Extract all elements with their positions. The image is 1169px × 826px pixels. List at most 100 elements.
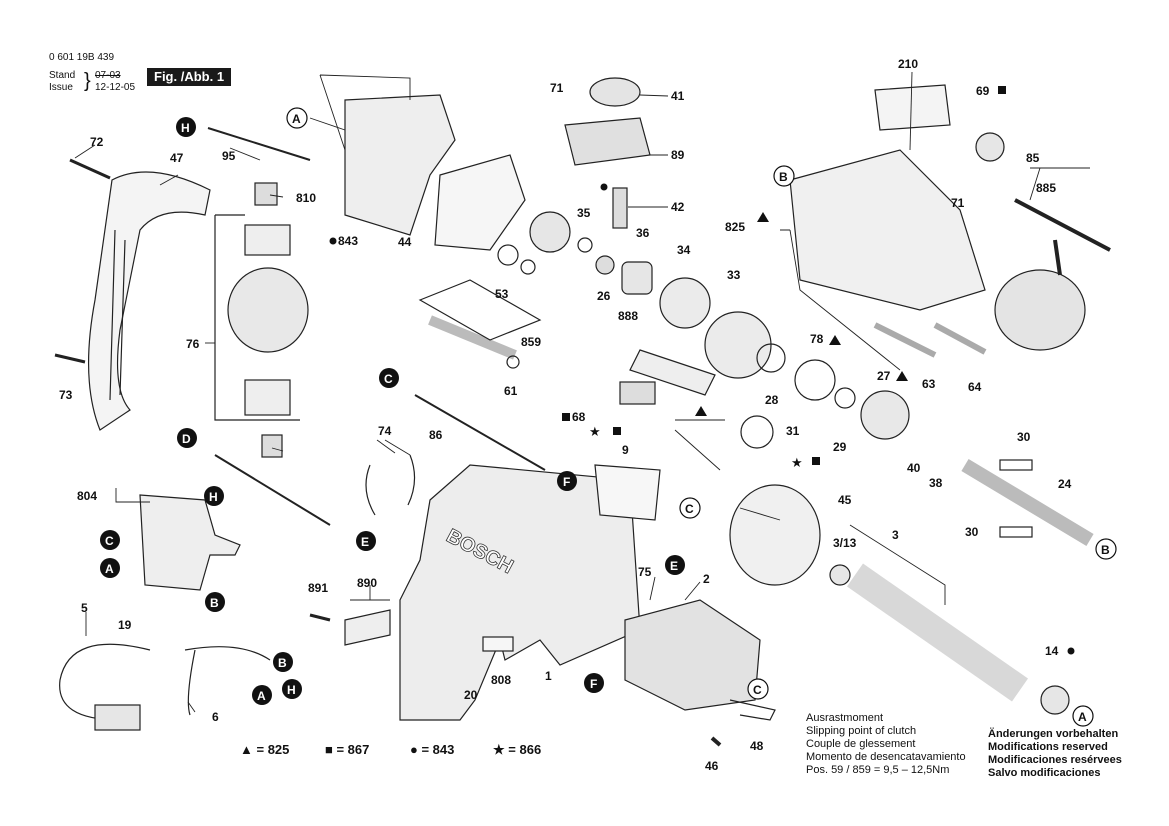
ref-circle-b: B bbox=[273, 652, 293, 672]
part-label: 888 bbox=[618, 309, 638, 323]
leader bbox=[739, 507, 781, 521]
legend-text: = 867 bbox=[336, 742, 370, 757]
part-label: 64 bbox=[968, 380, 982, 394]
housing-843 bbox=[344, 94, 456, 236]
shaft-frame bbox=[418, 279, 542, 341]
svg-text:E: E bbox=[670, 559, 678, 573]
svg-text:F: F bbox=[563, 475, 570, 489]
part-label: 78 bbox=[810, 332, 824, 346]
ref-circle-f: F bbox=[557, 471, 577, 491]
ref-circle-c: C bbox=[100, 530, 120, 550]
part-label: 1 bbox=[545, 669, 552, 683]
part-label: 29 bbox=[833, 440, 847, 454]
fan-guide-45 bbox=[729, 484, 821, 586]
legend-text: = 866 bbox=[508, 742, 542, 757]
part-label: 36 bbox=[636, 226, 650, 240]
part-label: 14 bbox=[1045, 644, 1059, 658]
part-label: 95 bbox=[222, 149, 236, 163]
bracket-76 bbox=[214, 214, 300, 421]
part-label: 40 bbox=[907, 461, 921, 475]
part-label: 85 bbox=[1026, 151, 1040, 165]
legend-text: = 843 bbox=[421, 742, 455, 757]
triangle-slider-symbol bbox=[695, 406, 707, 416]
part-label: 26 bbox=[597, 289, 611, 303]
shaft-859 bbox=[428, 315, 517, 360]
note-line: Modifications reserved bbox=[988, 741, 1108, 753]
star-symbol: ★ bbox=[791, 456, 803, 471]
stand-label: Stand bbox=[49, 70, 76, 81]
leader bbox=[159, 174, 179, 186]
slider-888 bbox=[629, 349, 716, 396]
part-label: 72 bbox=[90, 135, 104, 149]
part-label: 24 bbox=[1058, 477, 1072, 491]
part-label: 27 bbox=[877, 369, 891, 383]
dot-843b-symbol bbox=[600, 183, 608, 191]
part-label: 45 bbox=[838, 493, 852, 507]
gear-34 bbox=[659, 277, 711, 329]
leader bbox=[74, 144, 96, 159]
note-line: Pos. 59 / 859 = 9,5 – 12,5Nm bbox=[806, 764, 950, 776]
handle-47 bbox=[87, 171, 211, 431]
note-line: Salvo modificaciones bbox=[988, 767, 1101, 779]
leader bbox=[649, 576, 656, 601]
handle-47-grip bbox=[109, 229, 126, 401]
dot-14-symbol bbox=[1067, 647, 1075, 655]
leader bbox=[780, 229, 901, 371]
part-label: 859 bbox=[521, 335, 541, 349]
part-label: 41 bbox=[671, 89, 685, 103]
svg-text:C: C bbox=[384, 372, 393, 386]
ref-circle-open-a: A bbox=[286, 107, 308, 129]
label-808 bbox=[482, 636, 514, 652]
screw-73 bbox=[54, 353, 86, 364]
armature-3 bbox=[846, 563, 1029, 702]
brush-810-top bbox=[254, 182, 278, 206]
chuck-885 bbox=[994, 269, 1086, 351]
cover-44 bbox=[434, 154, 526, 251]
leader bbox=[187, 701, 196, 713]
ref-circle-c: C bbox=[379, 368, 399, 388]
ring-28 bbox=[756, 343, 786, 373]
leader bbox=[639, 94, 669, 97]
washer-53 bbox=[497, 244, 519, 266]
cable-5 bbox=[59, 643, 271, 721]
svg-text:A: A bbox=[257, 689, 266, 703]
note-line: Slipping point of clutch bbox=[806, 725, 917, 737]
part-label: 47 bbox=[170, 151, 184, 165]
leader bbox=[849, 524, 946, 605]
part-label: 6 bbox=[212, 710, 219, 724]
svg-text:H: H bbox=[209, 490, 218, 504]
part-label: 53 bbox=[495, 287, 509, 301]
bearing-313 bbox=[829, 564, 851, 586]
part-label: 20 bbox=[464, 688, 478, 702]
ref-circle-a: A bbox=[100, 558, 120, 578]
ref-circle-h: H bbox=[176, 117, 196, 137]
part-label: 808 bbox=[491, 673, 511, 687]
leader bbox=[269, 194, 284, 198]
circle-references: H H C D C A B B A H E E F F A B C C B A bbox=[100, 107, 1117, 727]
part-symbols: ★ ★ bbox=[329, 86, 1075, 655]
svg-text:A: A bbox=[105, 562, 114, 576]
svg-text:B: B bbox=[278, 656, 287, 670]
legend-square: ■ = 867 bbox=[325, 742, 370, 757]
coupling-36 bbox=[621, 261, 653, 295]
bracket-48 bbox=[729, 699, 776, 721]
square-68-symbol bbox=[562, 413, 570, 421]
issue-label: Issue bbox=[49, 82, 73, 93]
bearing-14 bbox=[1040, 685, 1070, 715]
brush-890 bbox=[344, 609, 391, 646]
note-line: Momento de desencatavamiento bbox=[806, 751, 966, 763]
note-line: Ausrastmoment bbox=[806, 712, 884, 724]
svg-text:H: H bbox=[181, 121, 190, 135]
label-9 bbox=[594, 464, 661, 521]
leader bbox=[229, 147, 261, 161]
part-label: 74 bbox=[378, 424, 392, 438]
legend-triangle: ▲ = 825 bbox=[240, 742, 290, 757]
ref-circle-e: E bbox=[356, 531, 376, 551]
note-line: Couple de glessement bbox=[806, 738, 916, 750]
lever-888b bbox=[619, 381, 656, 405]
svg-text:C: C bbox=[105, 534, 114, 548]
part-label: 86 bbox=[429, 428, 443, 442]
part-label: 810 bbox=[296, 191, 316, 205]
ref-circle-h: H bbox=[282, 679, 302, 699]
leader bbox=[115, 488, 150, 503]
